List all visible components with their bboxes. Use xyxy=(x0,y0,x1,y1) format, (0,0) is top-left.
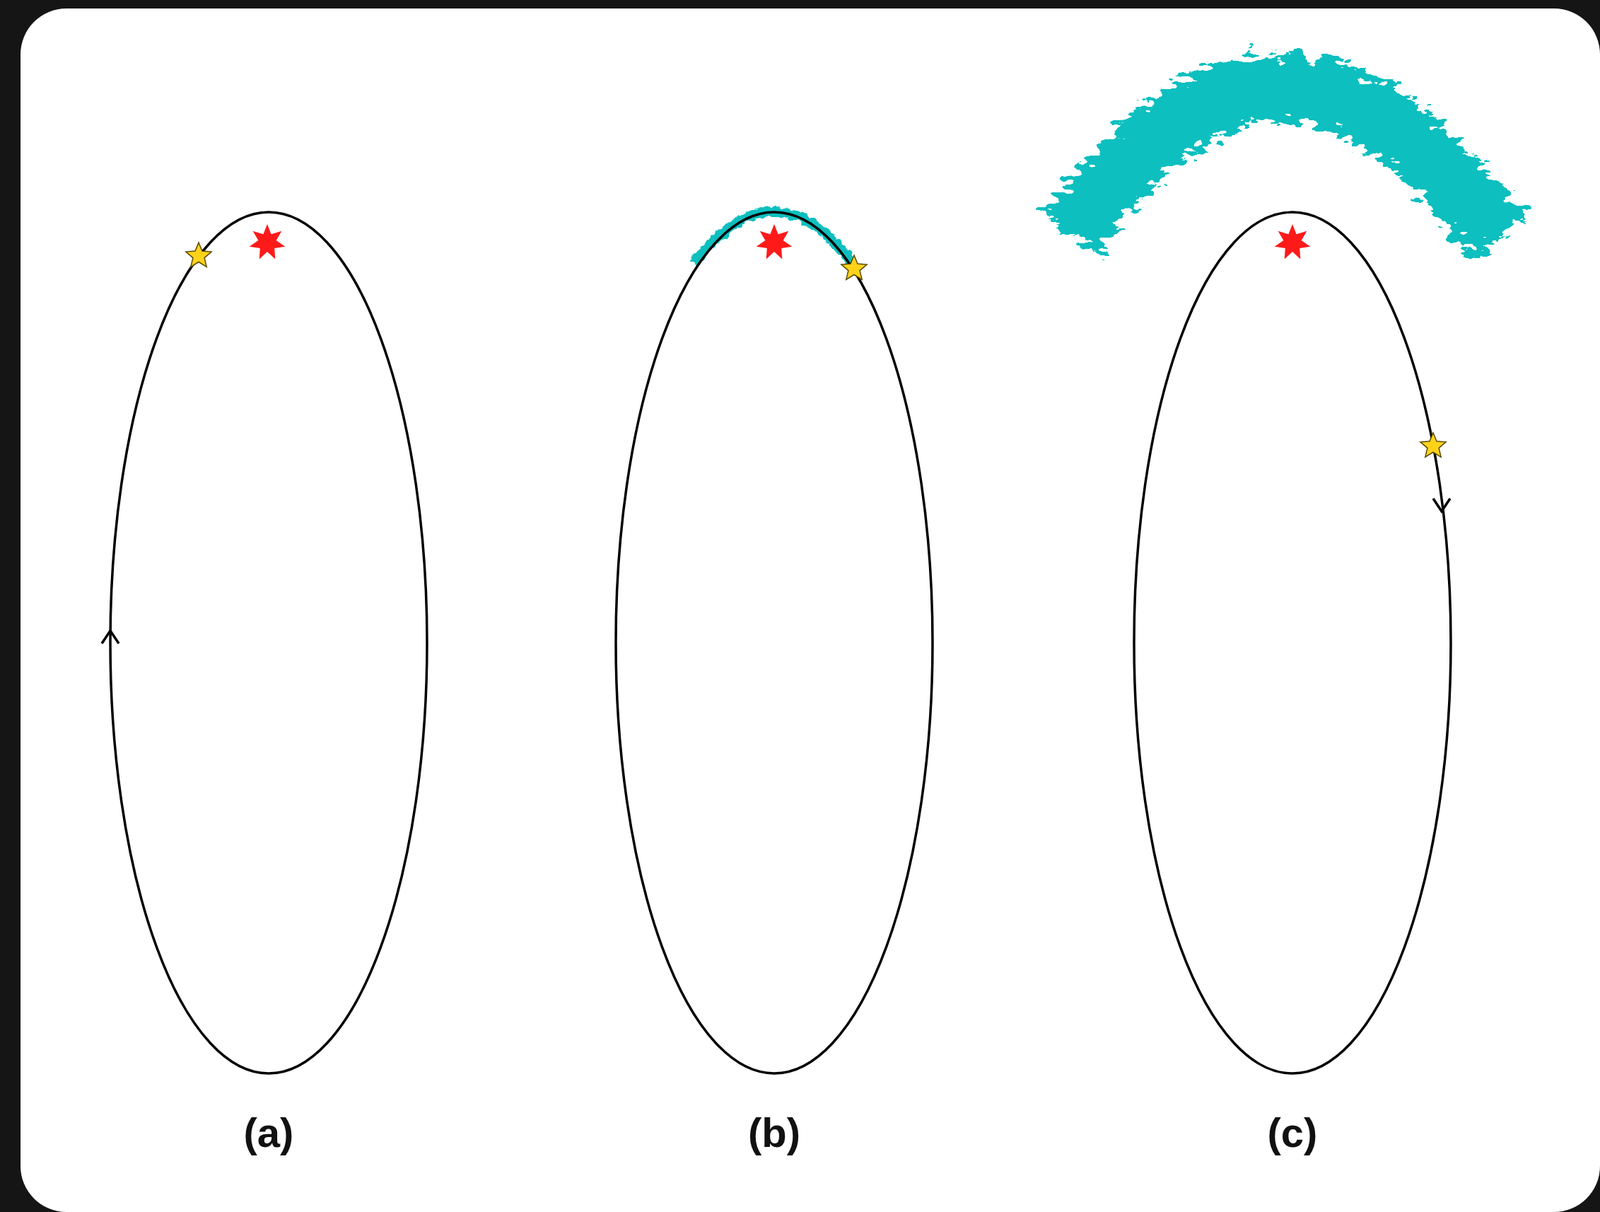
orbit-ellipse xyxy=(1134,212,1451,1074)
panel-label: (c) xyxy=(1267,1110,1318,1156)
panel-label: (b) xyxy=(748,1110,801,1156)
direction-arrow xyxy=(101,630,119,644)
orbiting-body xyxy=(1420,432,1446,457)
debris-arc xyxy=(1071,86,1500,240)
orbit-ellipse xyxy=(615,212,933,1074)
panel-background xyxy=(20,8,1600,1212)
orbiting-body xyxy=(841,255,867,280)
orbiting-body xyxy=(185,242,212,267)
central-star xyxy=(1274,224,1311,259)
orbit-ellipse xyxy=(110,212,428,1074)
central-star xyxy=(756,224,793,259)
panel-label: (a) xyxy=(243,1110,295,1156)
central-star xyxy=(249,224,286,259)
direction-arrow xyxy=(1433,498,1451,512)
